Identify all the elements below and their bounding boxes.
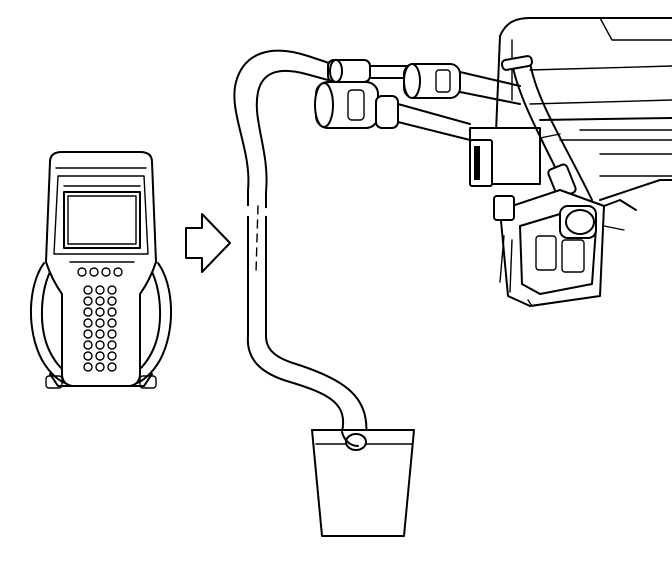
keypad-button — [107, 285, 117, 295]
keypad-button — [83, 307, 93, 317]
keypad-button — [95, 340, 105, 350]
keypad-button — [83, 362, 93, 372]
keypad-button — [95, 362, 105, 372]
handheld-scan-tool-icon — [29, 151, 173, 389]
keypad-button — [95, 351, 105, 361]
keypad-button — [95, 318, 105, 328]
outline-right-arrow-icon — [185, 213, 231, 273]
keypad-button — [107, 362, 117, 372]
keypad-button — [83, 340, 93, 350]
keypad-button — [95, 307, 105, 317]
keypad-button — [95, 285, 105, 295]
keypad-button — [83, 296, 93, 306]
keypad-button — [95, 329, 105, 339]
keypad-button — [83, 318, 93, 328]
keypad-button — [107, 296, 117, 306]
keypad-button — [107, 329, 117, 339]
keypad-button — [107, 307, 117, 317]
keypad-button — [107, 318, 117, 328]
keypad-button — [83, 351, 93, 361]
keypad-button — [83, 285, 93, 295]
keypad-button — [107, 340, 117, 350]
fuel-line-fitting-icon — [314, 17, 672, 307]
keypad-button — [107, 351, 117, 361]
keypad-button — [95, 296, 105, 306]
keypad-button — [83, 329, 93, 339]
cup-icon — [311, 429, 415, 537]
